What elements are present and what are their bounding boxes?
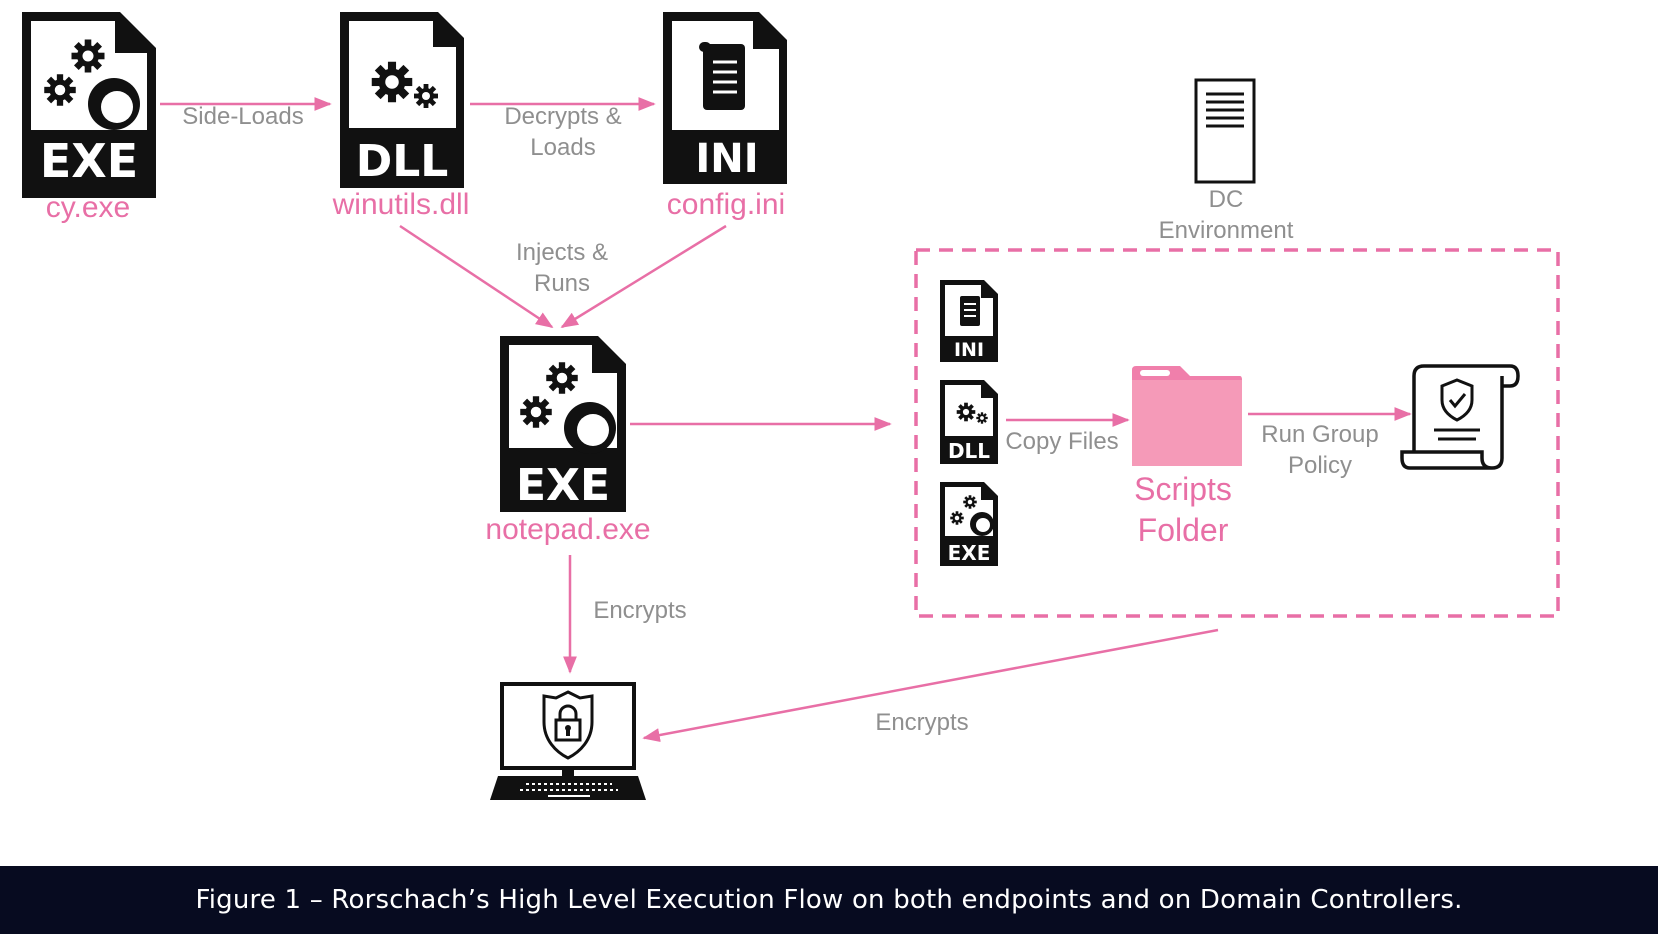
small-ini-file-icon: INI xyxy=(940,280,998,362)
exe-file-icon: EXE xyxy=(22,12,156,198)
copy-files-label: Copy Files xyxy=(1005,428,1118,455)
ini-badge: INI xyxy=(695,136,758,182)
policy-document-icon xyxy=(1400,364,1520,470)
injects-runs-label-line2: Runs xyxy=(534,270,590,297)
exe-badge: EXE xyxy=(40,134,138,188)
side-loads-label: Side-Loads xyxy=(182,103,303,130)
encrypted-laptop-icon xyxy=(490,682,646,800)
decrypts-loads-label-line1: Decrypts & xyxy=(504,103,621,130)
run-group-policy-label-line1: Run Group xyxy=(1261,421,1378,448)
ini-file-icon: INI xyxy=(663,12,787,184)
dc-label-line2: Environment xyxy=(1159,217,1294,244)
winutils-dll-label: winutils.dll xyxy=(332,188,470,221)
exe-badge: EXE xyxy=(516,460,610,511)
cy-exe-label: cy.exe xyxy=(46,191,130,224)
execution-flow-diagram: EXE cy.exe Side-Loads DLL winutils.dll D… xyxy=(22,12,1560,800)
small-exe-badge: EXE xyxy=(948,541,991,565)
figure-caption-bar: Figure 1 – Rorschach’s High Level Execut… xyxy=(0,866,1658,934)
encrypts-from-dc-arrow xyxy=(642,628,1219,742)
small-exe-file-icon: EXE xyxy=(940,482,998,566)
scripts-folder-label-line2: Folder xyxy=(1138,512,1229,548)
small-dll-badge: DLL xyxy=(948,439,990,463)
encrypts-from-dc-label: Encrypts xyxy=(875,709,968,736)
folder-icon xyxy=(1132,366,1242,466)
dll-file-icon: DLL xyxy=(340,12,464,188)
small-dll-file-icon: DLL xyxy=(940,380,998,464)
scripts-folder-label-line1: Scripts xyxy=(1134,471,1232,507)
scroll-icon xyxy=(699,42,745,110)
notepad-exe-label: notepad.exe xyxy=(485,513,650,546)
injects-arrow-from-ini xyxy=(560,224,727,329)
server-icon xyxy=(1194,78,1256,184)
decrypts-loads-label-line2: Loads xyxy=(530,134,595,161)
figure-caption: Figure 1 – Rorschach’s High Level Execut… xyxy=(195,885,1463,915)
injects-arrow-from-dll xyxy=(399,224,554,329)
run-group-policy-label-line2: Policy xyxy=(1288,452,1352,479)
exe-file-icon: EXE xyxy=(500,336,626,512)
injects-runs-label-line1: Injects & xyxy=(516,239,608,266)
dll-badge: DLL xyxy=(356,136,449,187)
small-ini-badge: INI xyxy=(954,339,984,361)
dc-label-line1: DC xyxy=(1209,186,1244,213)
encrypts-down-label: Encrypts xyxy=(593,597,686,624)
config-ini-label: config.ini xyxy=(667,188,785,221)
